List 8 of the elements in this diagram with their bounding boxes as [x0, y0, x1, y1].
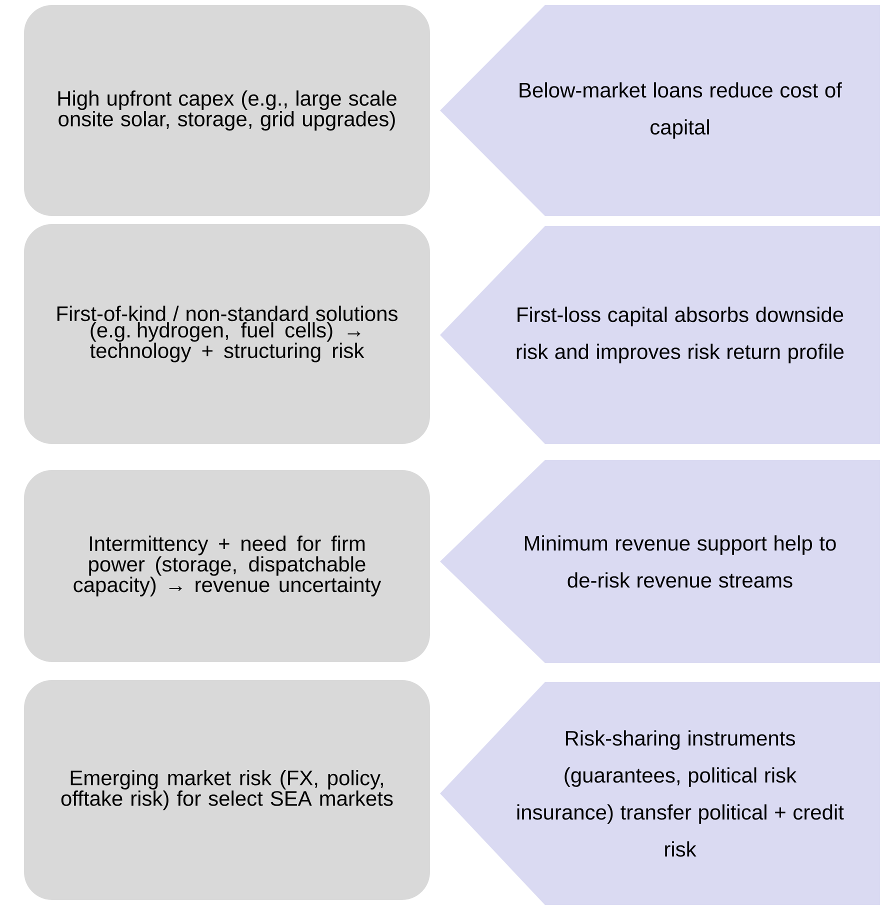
risk-box: High upfront capex (e.g., large scale onsite solar, storage, grid upgrades) — [24, 5, 430, 216]
solution-panel: Risk-sharing instruments (guarantees, political risk insurance) transfer political + credit risk — [440, 682, 880, 905]
risk-box: Emerging market risk (FX, policy, offtake risk) for select SEA markets — [24, 680, 430, 900]
solution-panel: Minimum revenue support help to de-risk revenue streams — [440, 460, 880, 663]
risk-box: First-of-kind / non-standard solutions (e.g. hydrogen, fuel cells) → technology + structuring risk — [24, 224, 430, 444]
solution-panel: First-loss capital absorbs downside risk and improves risk return profile — [440, 226, 880, 444]
risk-box: Intermittency + need for firm power (storage, dispatchable capacity) → revenue uncertainty — [24, 470, 430, 662]
solution-panel: Below-market loans reduce cost of capital — [440, 5, 880, 216]
